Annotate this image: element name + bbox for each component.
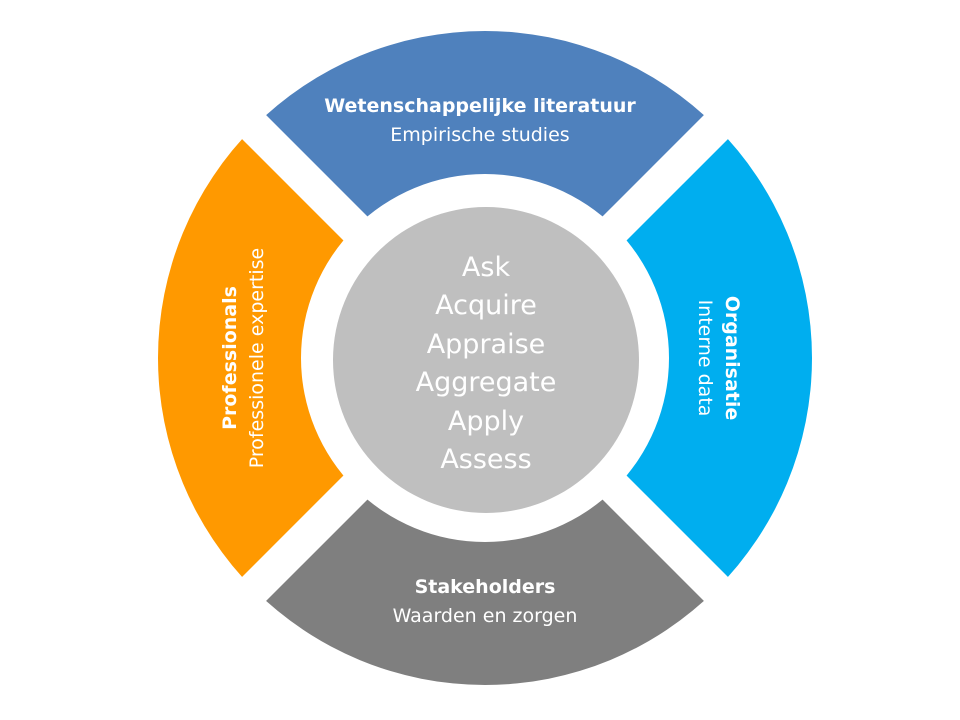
core-step-ask: Ask [462, 252, 511, 283]
segment-organization [615, 126, 812, 590]
segment-bottom-subtitle: Waarden en zorgen [393, 605, 578, 627]
segment-right-subtitle: Interne data [694, 300, 716, 417]
core-step-assess: Assess [440, 444, 531, 475]
segment-top-title: Wetenschappelijke literatuur [324, 95, 636, 117]
segment-left-title: Professionals [219, 286, 241, 430]
segment-top-subtitle: Empirische studies [390, 124, 569, 146]
segment-right-title: Organisatie [721, 296, 743, 421]
segment-professionals [158, 126, 355, 590]
core-step-apply: Apply [448, 406, 524, 437]
core-step-aggregate: Aggregate [416, 367, 557, 398]
core-steps: Ask Acquire Appraise Aggregate Apply Ass… [416, 252, 557, 475]
core-circle [333, 207, 639, 513]
core-step-acquire: Acquire [435, 290, 537, 321]
segment-left-subtitle: Professionele expertise [246, 248, 268, 468]
source-ring [158, 30, 812, 686]
segment-bottom-title: Stakeholders [415, 576, 556, 598]
segment-scientific-literature [253, 30, 717, 228]
core-step-appraise: Appraise [427, 329, 546, 360]
segment-stakeholders [253, 488, 717, 686]
